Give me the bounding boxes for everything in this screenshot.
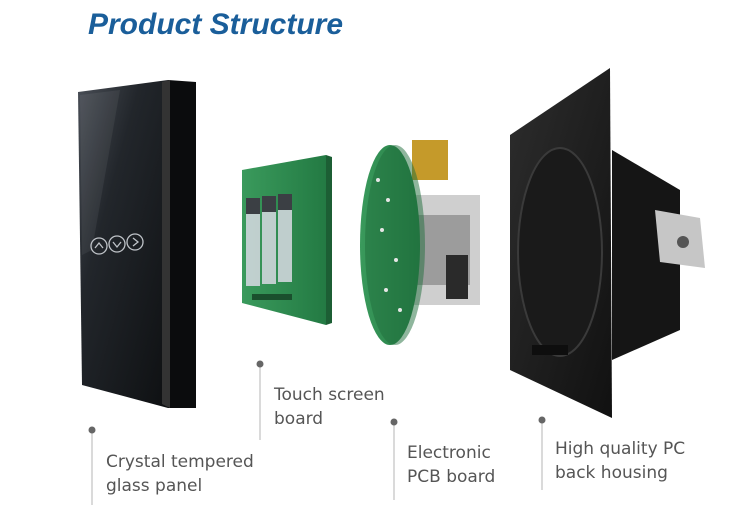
back-housing-label: High quality PC back housing	[555, 437, 685, 485]
pcb-board-label: Electronic PCB board	[407, 441, 495, 489]
page-title: Product Structure	[88, 8, 344, 41]
dimmer-control-icons	[90, 233, 144, 255]
pcb-board-label-line1: Electronic	[407, 443, 491, 463]
touch-board-label-line2: board	[274, 409, 324, 429]
touch-screen-board	[242, 155, 332, 325]
pc-back-housing	[510, 68, 705, 418]
touch-board-label-line1: Touch screen	[274, 385, 385, 405]
glass-panel-label: Crystal tempered glass panel	[106, 450, 254, 498]
back-housing-label-line1: High quality PC	[555, 439, 686, 459]
glass-panel-label-line2: glass panel	[106, 476, 203, 496]
pcb-board-label-line2: PCB board	[407, 467, 496, 487]
back-housing-label-line2: back housing	[555, 463, 668, 483]
electronic-pcb-board	[360, 140, 480, 345]
glass-panel-label-line1: Crystal tempered	[106, 452, 254, 472]
glass-panel	[78, 80, 196, 408]
touch-board-label: Touch screen board	[274, 383, 385, 431]
callout-pins	[88, 360, 546, 505]
